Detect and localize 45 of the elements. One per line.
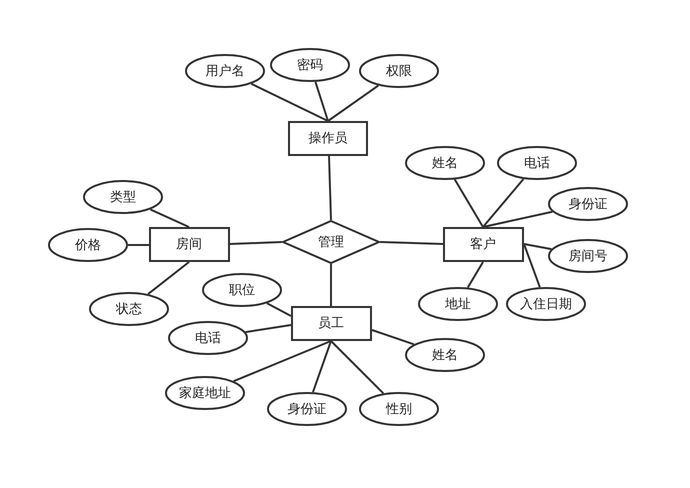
entity-box: 客户: [442, 226, 524, 262]
connector-line: [372, 329, 414, 346]
connector-line: [328, 156, 332, 220]
connector-line: [330, 340, 384, 394]
connector-line: [524, 243, 552, 250]
connector-line: [482, 178, 524, 228]
attribute-ellipse: 类型: [83, 180, 163, 214]
connector-line: [466, 261, 484, 288]
entity-box: 房间: [148, 226, 230, 262]
connector-line: [330, 264, 332, 306]
entity-box: 员工: [290, 306, 372, 340]
attribute-ellipse: 家庭地址: [165, 376, 245, 410]
connector-line: [380, 241, 444, 245]
attribute-ellipse: 状态: [89, 292, 169, 326]
connector-line: [147, 261, 190, 295]
attribute-ellipse: 用户名: [185, 54, 265, 88]
attribute-ellipse: 姓名: [405, 146, 485, 180]
connector-line: [245, 324, 292, 334]
attribute-ellipse: 价格: [48, 228, 128, 262]
attribute-ellipse: 身份证: [267, 392, 347, 426]
attribute-ellipse: 密码: [270, 48, 350, 82]
entity-box: 操作员: [288, 120, 368, 156]
connector-line: [250, 82, 328, 122]
attribute-ellipse: 性别: [359, 392, 439, 426]
connector-line: [266, 302, 292, 317]
connector-line: [312, 340, 332, 393]
attribute-ellipse: 权限: [359, 54, 439, 88]
attribute-ellipse: 身份证: [548, 187, 628, 221]
connector-line: [150, 208, 190, 228]
connector-line: [314, 82, 329, 122]
connector-line: [128, 244, 149, 246]
connector-line: [230, 241, 282, 245]
attribute-ellipse: 地址: [418, 287, 498, 321]
connector-line: [327, 84, 379, 122]
connector-line: [523, 244, 541, 288]
connector-line: [454, 178, 484, 228]
attribute-ellipse: 姓名: [405, 338, 485, 372]
connector-line: [482, 210, 553, 228]
attribute-ellipse: 房间号: [548, 239, 628, 273]
connector-line: [233, 340, 332, 382]
attribute-ellipse: 电话: [497, 146, 577, 180]
attribute-ellipse: 入住日期: [506, 287, 586, 321]
attribute-ellipse: 职位: [202, 273, 282, 307]
relationship-diamond: 管理: [282, 220, 380, 264]
attribute-ellipse: 电话: [168, 321, 248, 355]
